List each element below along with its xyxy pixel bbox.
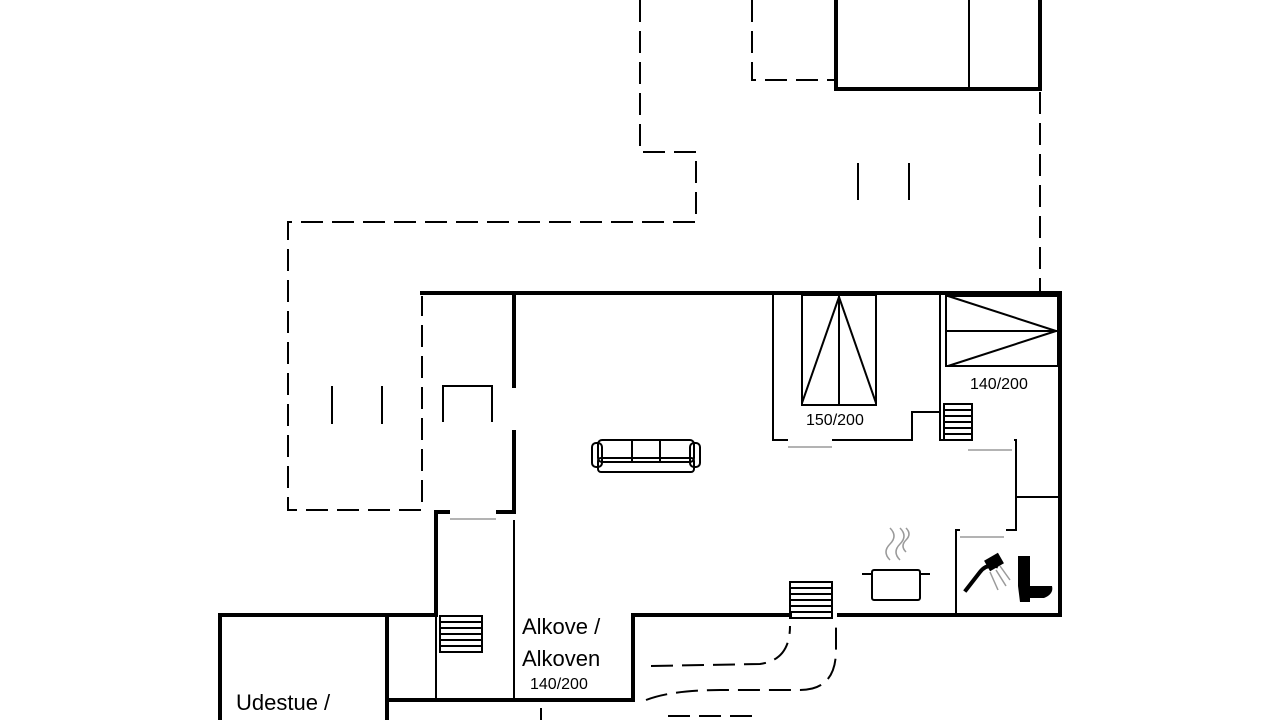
toilet-icon (1018, 556, 1053, 602)
bed-icon (945, 295, 1059, 367)
sunroom-label: Udestue / (236, 690, 331, 715)
alcove-label-line1: Alkove / (522, 614, 601, 639)
interior-walls (435, 293, 1060, 700)
stove-pot-icon (862, 527, 930, 601)
alcove-bed-label: 140/200 (530, 676, 588, 693)
shower-icon (963, 552, 1011, 593)
bed-150-label: 150/200 (806, 412, 864, 429)
entry-path (645, 625, 837, 717)
carport-posts (331, 163, 910, 424)
shed (834, 0, 1042, 91)
stairs-icon (439, 615, 483, 653)
stairs-icon (943, 403, 973, 441)
sofa-icon (591, 439, 701, 473)
bed-icon (801, 294, 877, 406)
cabinet (442, 385, 493, 422)
terrace-outlines (287, 0, 1041, 720)
alcove-label-line2: Alkoven (522, 646, 600, 671)
bed-140-label: 140/200 (970, 376, 1028, 393)
house-walls (218, 291, 1062, 720)
stairs-icon (789, 581, 833, 619)
door-openings (450, 388, 1014, 538)
